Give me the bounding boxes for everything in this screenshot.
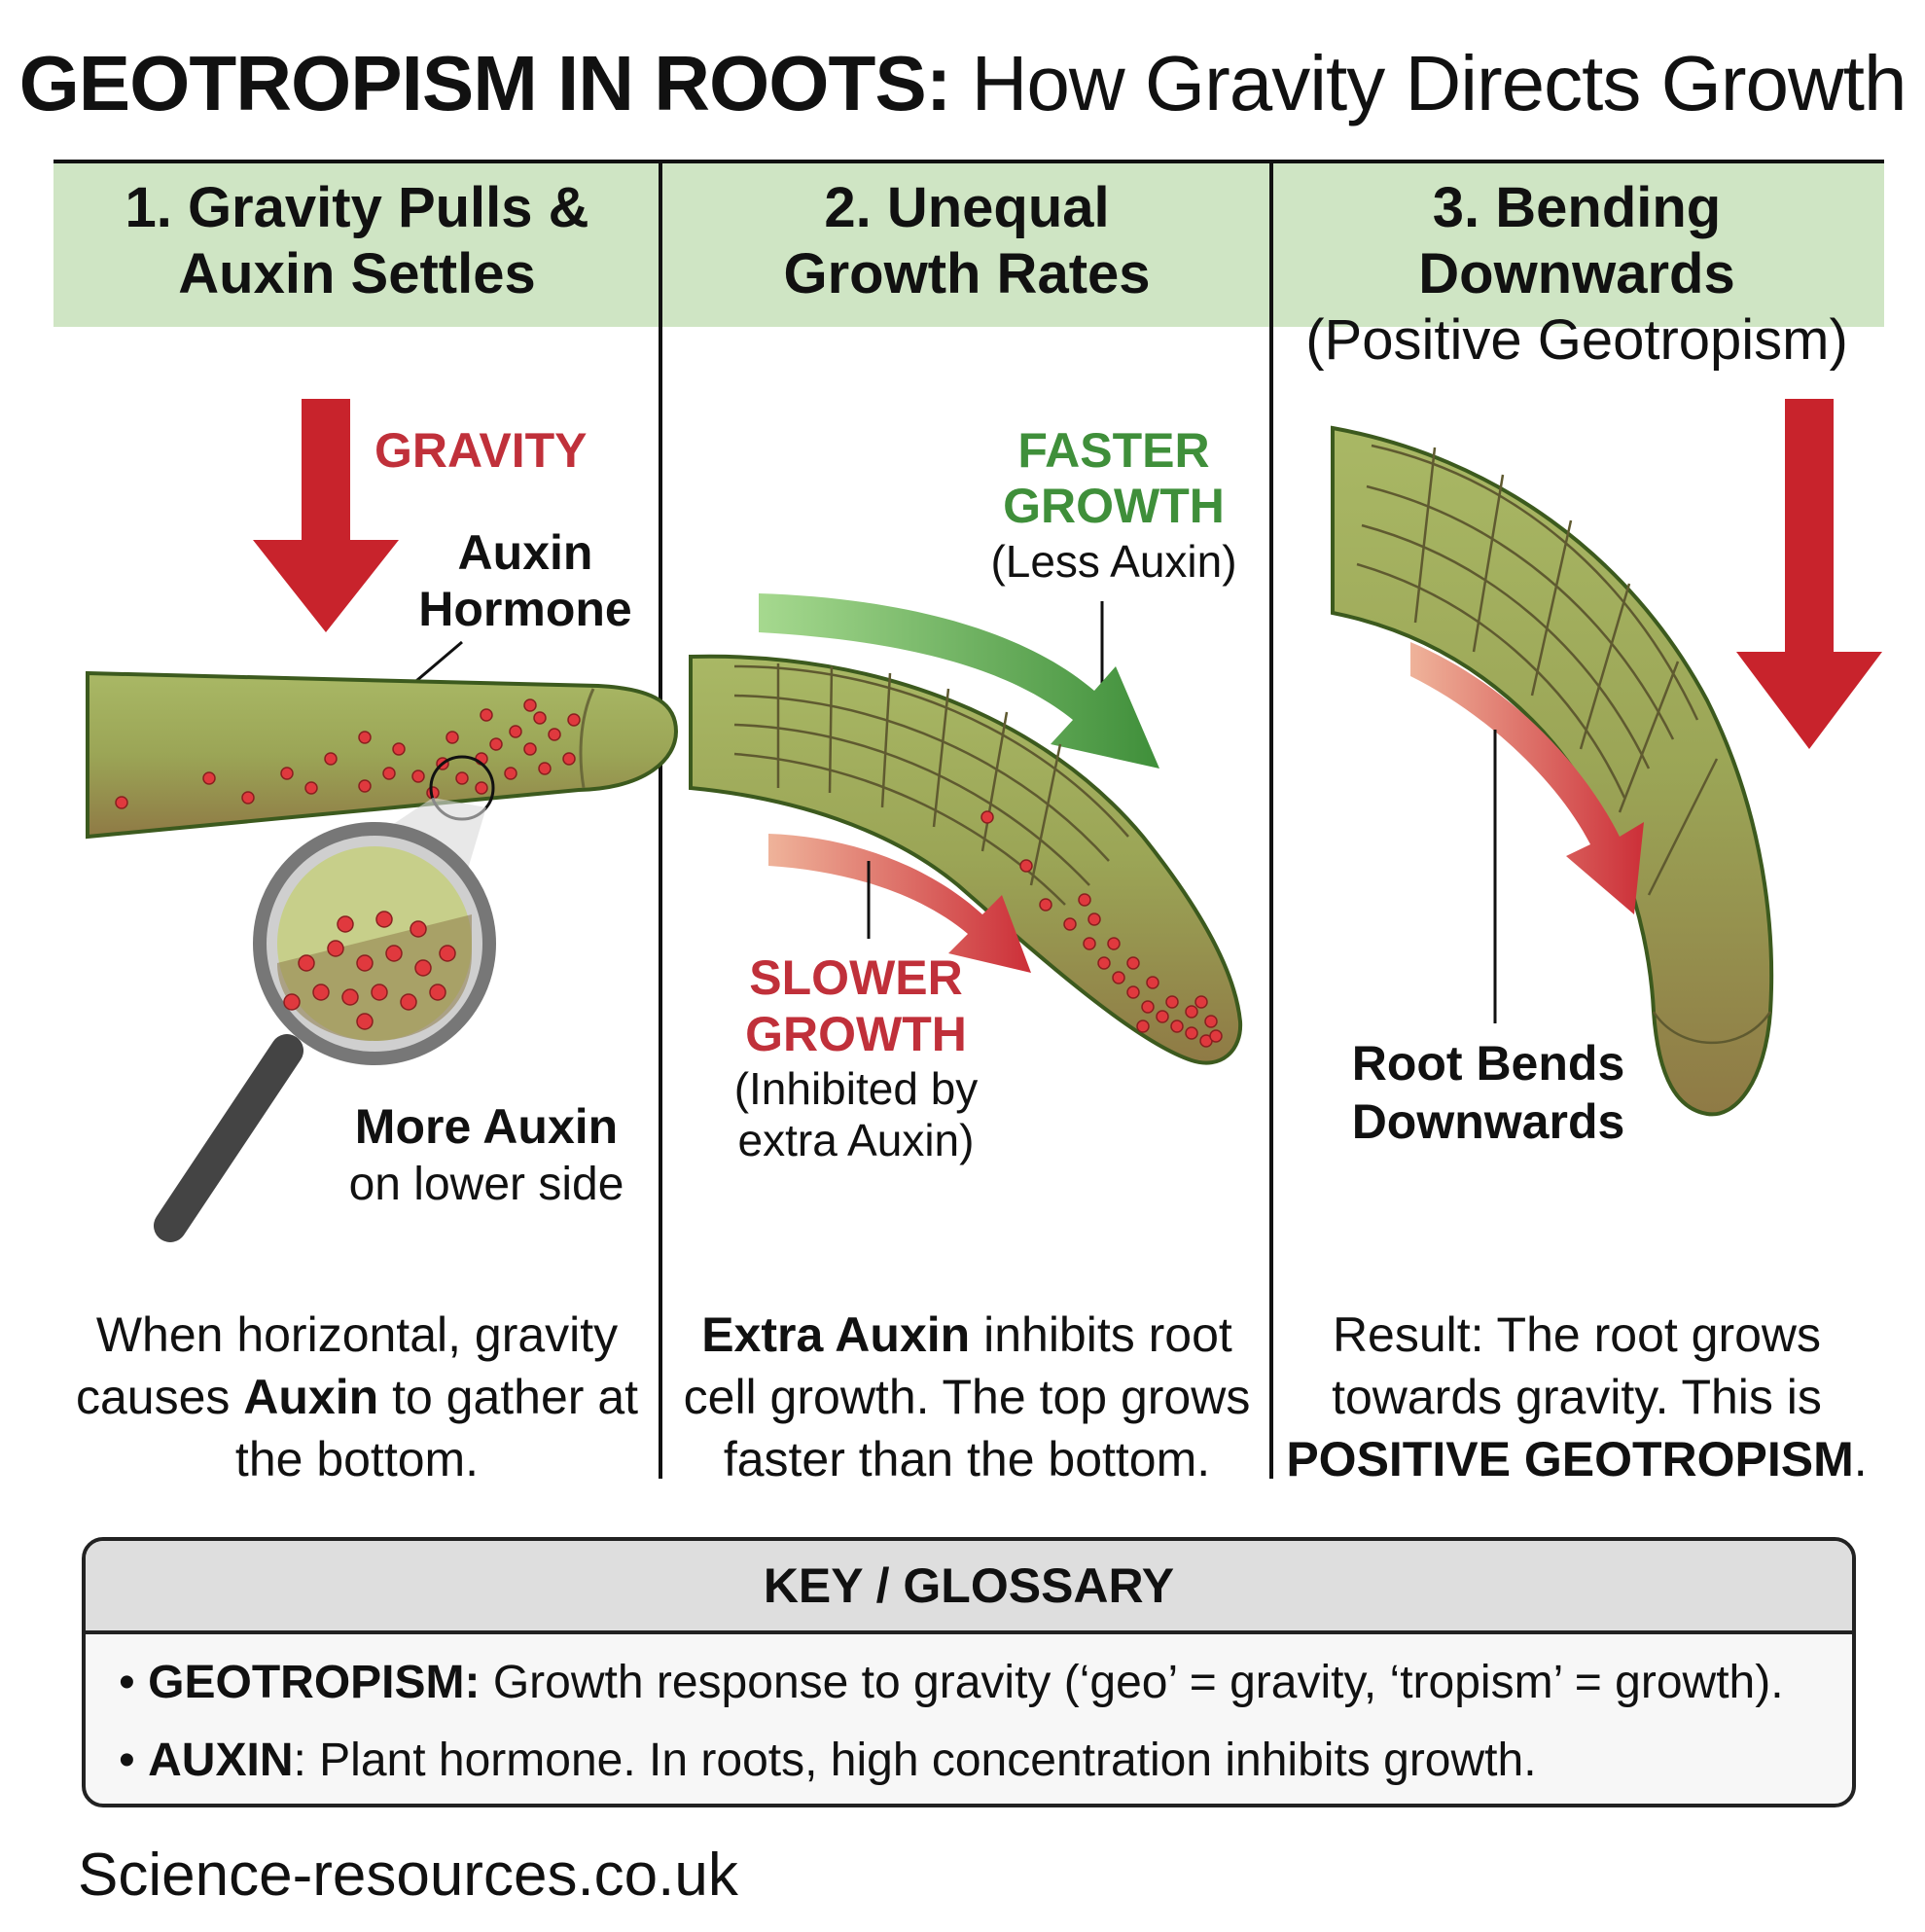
panel-3-caption: Result: The root grows towards gravity. … bbox=[1275, 1304, 1878, 1490]
key-definition-geotropism: Growth response to gravity (‘geo’ = grav… bbox=[480, 1657, 1784, 1708]
magnifying-glass-icon bbox=[154, 822, 496, 1242]
root-bends-label-line2: Downwards bbox=[1352, 1094, 1625, 1149]
faster-growth-label-line2: GROWTH bbox=[1003, 479, 1225, 533]
gravity-label: GRAVITY bbox=[374, 423, 588, 478]
panel-3-illustration: Root Bends Downwards bbox=[1331, 399, 1882, 1149]
auxin-dots-2 bbox=[980, 810, 1223, 1048]
geotropism-illustrations: GRAVITY Auxin Hormone bbox=[86, 399, 1882, 1242]
panel-3-caption-text-a: Result: The root grows towards gravity. … bbox=[1332, 1307, 1822, 1424]
panel-1-caption-text-a: When horizontal, gravity causes bbox=[75, 1307, 619, 1424]
slower-growth-label-line1: SLOWER bbox=[749, 950, 962, 1005]
faster-growth-arrow bbox=[759, 593, 1159, 769]
panel-3-heading: 3. Bending Downwards (Positive Geotropis… bbox=[1275, 175, 1878, 374]
panel-1-heading: 1. Gravity Pulls & Auxin Settles bbox=[55, 175, 659, 307]
bullet: • bbox=[119, 1735, 149, 1786]
key-items: • GEOTROPISM: Growth response to gravity… bbox=[86, 1634, 1852, 1800]
gravity-arrow-3 bbox=[1736, 399, 1882, 749]
panel-1-caption-text-b: to gather at the bottom. bbox=[234, 1370, 639, 1486]
root-cap-line bbox=[579, 688, 595, 789]
lower-side-label: on lower side bbox=[349, 1159, 624, 1210]
panel-2-heading-line2: Growth Rates bbox=[783, 242, 1151, 305]
key-glossary-box: KEY / GLOSSARY • GEOTROPISM: Growth resp… bbox=[82, 1537, 1856, 1807]
gravity-arrow-1 bbox=[253, 399, 399, 632]
auxin-hormone-label-line2: Hormone bbox=[418, 582, 631, 636]
footer-site-credit: Science-resources.co.uk bbox=[78, 1842, 738, 1909]
panel-3-caption-text-b: . bbox=[1853, 1432, 1868, 1486]
root-bend-arrow bbox=[1410, 642, 1644, 914]
key-term-geotropism: GEOTROPISM: bbox=[148, 1657, 481, 1708]
panel-header-band bbox=[53, 163, 1884, 327]
inhibited-label-line1: (Inhibited by bbox=[734, 1063, 979, 1114]
panel-2-heading-line1: 2. Unequal bbox=[824, 176, 1110, 239]
more-auxin-label: More Auxin bbox=[355, 1099, 618, 1154]
panel-2-caption-text: inhibits root cell growth. The top grows… bbox=[683, 1307, 1251, 1486]
panel-2-caption-bold: Extra Auxin bbox=[701, 1307, 971, 1362]
auxin-dots-1 bbox=[115, 698, 581, 809]
cell-walls-panel-3 bbox=[1356, 444, 1772, 1045]
slower-growth-label-line2: GROWTH bbox=[745, 1007, 967, 1061]
panel-3-heading-line1: 3. Bending Downwards bbox=[1418, 176, 1735, 305]
root-bends-label-line1: Root Bends bbox=[1352, 1036, 1625, 1091]
faster-growth-label-line1: FASTER bbox=[1017, 423, 1209, 478]
panel-2-illustration: FASTER GROWTH (Less Auxin) SLOWER GROWTH bbox=[689, 423, 1243, 1165]
panel-3-caption-bold: POSITIVE GEOTROPISM bbox=[1286, 1432, 1854, 1486]
auxin-hormone-label-line1: Auxin bbox=[458, 525, 593, 580]
panel-1-illustration: GRAVITY Auxin Hormone bbox=[86, 399, 679, 1242]
key-item-geotropism: • GEOTROPISM: Growth response to gravity… bbox=[86, 1644, 1852, 1722]
panel-2-heading: 2. Unequal Growth Rates bbox=[665, 175, 1268, 307]
title-normal: How Gravity Directs Growth bbox=[950, 40, 1907, 126]
header-top-rule bbox=[53, 160, 1884, 163]
title-bold: GEOTROPISM IN ROOTS: bbox=[18, 40, 952, 126]
inhibited-label-line2: extra Auxin) bbox=[738, 1115, 975, 1165]
key-heading: KEY / GLOSSARY bbox=[86, 1541, 1852, 1634]
key-item-auxin: • AUXIN: Plant hormone. In roots, high c… bbox=[86, 1722, 1852, 1800]
panel-divider-1 bbox=[659, 163, 662, 1479]
key-definition-auxin: : Plant hormone. In roots, high concentr… bbox=[293, 1735, 1537, 1786]
panel-1-caption-bold: Auxin bbox=[243, 1370, 379, 1424]
panel-1-heading-line1: 1. Gravity Pulls & bbox=[125, 176, 589, 239]
panel-2-caption: Extra Auxin inhibits root cell growth. T… bbox=[665, 1304, 1268, 1490]
panel-1-caption: When horizontal, gravity causes Auxin to… bbox=[55, 1304, 659, 1490]
panel-3-heading-line2: (Positive Geotropism) bbox=[1305, 308, 1848, 372]
panel-divider-2 bbox=[1269, 163, 1273, 1479]
page-title: GEOTROPISM IN ROOTS: How Gravity Directs… bbox=[0, 37, 1925, 130]
key-term-auxin: AUXIN bbox=[148, 1735, 294, 1786]
less-auxin-label: (Less Auxin) bbox=[990, 536, 1236, 587]
bullet: • bbox=[119, 1657, 149, 1708]
slower-growth-arrow bbox=[768, 834, 1031, 973]
panel-1-heading-line2: Auxin Settles bbox=[178, 242, 536, 305]
horizontal-root bbox=[86, 670, 679, 840]
